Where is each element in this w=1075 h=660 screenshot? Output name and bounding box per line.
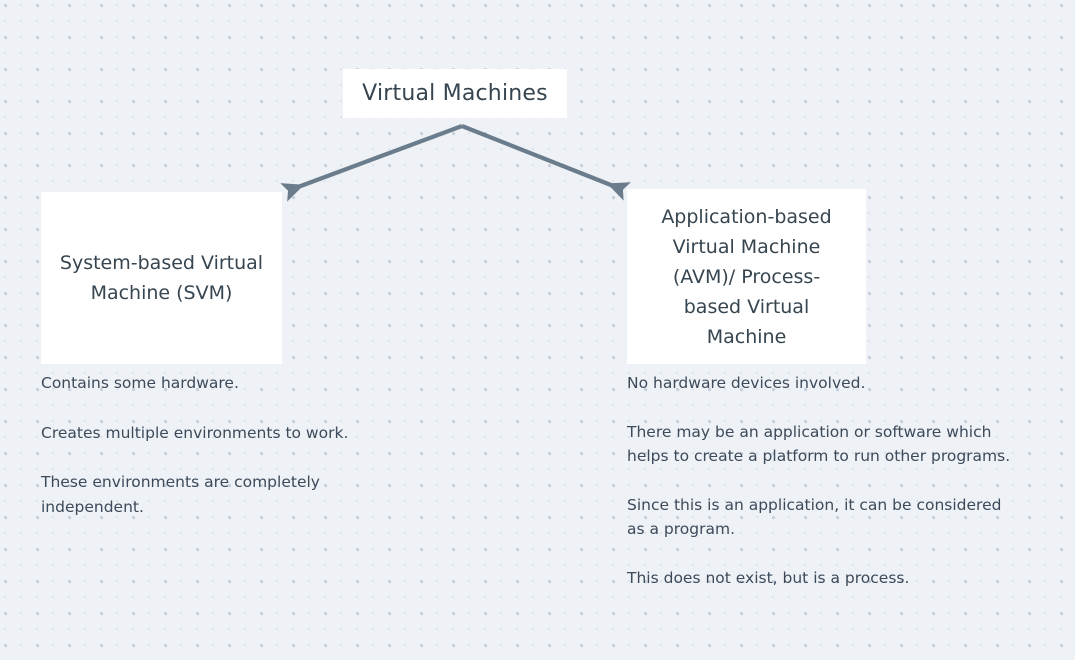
- node-application-based-vm[interactable]: Application-based Virtual Machine (AVM)/…: [627, 189, 866, 364]
- node-virtual-machines[interactable]: Virtual Machines: [343, 69, 567, 118]
- notes-system-based-vm: Contains some hardware. Creates multiple…: [41, 371, 371, 519]
- arrow-root-to-avm: [461, 124, 631, 201]
- node-system-based-vm[interactable]: System-based Virtual Machine (SVM): [41, 192, 282, 364]
- notes-application-based-vm: No hardware devices involved. There may …: [627, 371, 1037, 614]
- arrow-root-to-svm: [280, 124, 463, 202]
- note-item: Creates multiple environments to work.: [41, 423, 349, 442]
- note-item: Contains some hardware.: [41, 374, 239, 392]
- note-item: Since this is an application, it can be …: [627, 495, 1002, 539]
- note-item: No hardware devices involved.: [627, 374, 866, 392]
- node-virtual-machines-label: Virtual Machines: [362, 81, 548, 106]
- note-item: These environments are completely indepe…: [41, 473, 320, 516]
- node-application-based-vm-label: Application-based Virtual Machine (AVM)/…: [661, 205, 832, 348]
- note-item: There may be an application or software …: [627, 422, 1011, 466]
- note-item: This does not exist, but is a process.: [627, 568, 910, 587]
- node-system-based-vm-label: System-based Virtual Machine (SVM): [59, 252, 264, 304]
